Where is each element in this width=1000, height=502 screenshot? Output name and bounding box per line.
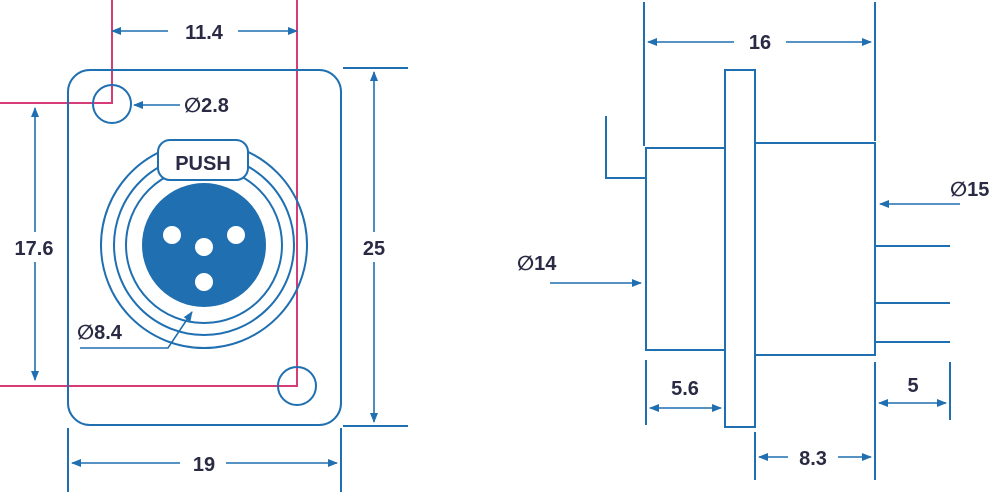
pink-ref-line-bottom-hole bbox=[0, 0, 298, 387]
contact-pin-2 bbox=[227, 226, 245, 244]
dim-pin-length-label: 5 bbox=[907, 375, 918, 397]
push-label: PUSH bbox=[175, 153, 231, 175]
front-body bbox=[645, 147, 726, 351]
side-view: 16 ∅15 ∅14 5.6 5 8.3 bbox=[517, 2, 989, 480]
dim-front-depth-label: 5.6 bbox=[671, 378, 699, 400]
dim-height-label: 25 bbox=[363, 238, 385, 260]
contact-pin-1 bbox=[163, 226, 181, 244]
dim-rear-diameter-label: ∅15 bbox=[950, 179, 989, 201]
latch-lever bbox=[605, 116, 646, 179]
flange-edge bbox=[724, 69, 756, 428]
rear-body bbox=[754, 142, 876, 356]
dim-leader-inner-diameter bbox=[80, 311, 193, 349]
dim-inner-diameter-label: ∅8.4 bbox=[77, 322, 123, 344]
contact-pin-4 bbox=[195, 273, 213, 291]
mounting-hole-bottom bbox=[277, 366, 317, 406]
front-view: PUSH 11.4 ∅2.8 17.6 25 ∅8.4 19 bbox=[0, 0, 408, 492]
push-latch-tab bbox=[157, 139, 249, 181]
contact-pin-3 bbox=[195, 238, 213, 256]
dim-total-depth-label: 16 bbox=[749, 32, 771, 54]
dim-hole-diameter-label: ∅2.8 bbox=[184, 95, 229, 117]
dim-width-label: 19 bbox=[193, 454, 215, 476]
pink-ref-line-top-hole bbox=[0, 0, 113, 104]
flange-plate bbox=[67, 69, 342, 426]
mounting-hole-top bbox=[92, 84, 132, 124]
dim-rear-depth-label: 8.3 bbox=[799, 448, 827, 470]
dim-front-diameter-label: ∅14 bbox=[517, 253, 557, 275]
dim-vertical-hole-spacing-label: 17.6 bbox=[15, 238, 54, 260]
dim-pin-spacing-label: 11.4 bbox=[185, 22, 224, 44]
